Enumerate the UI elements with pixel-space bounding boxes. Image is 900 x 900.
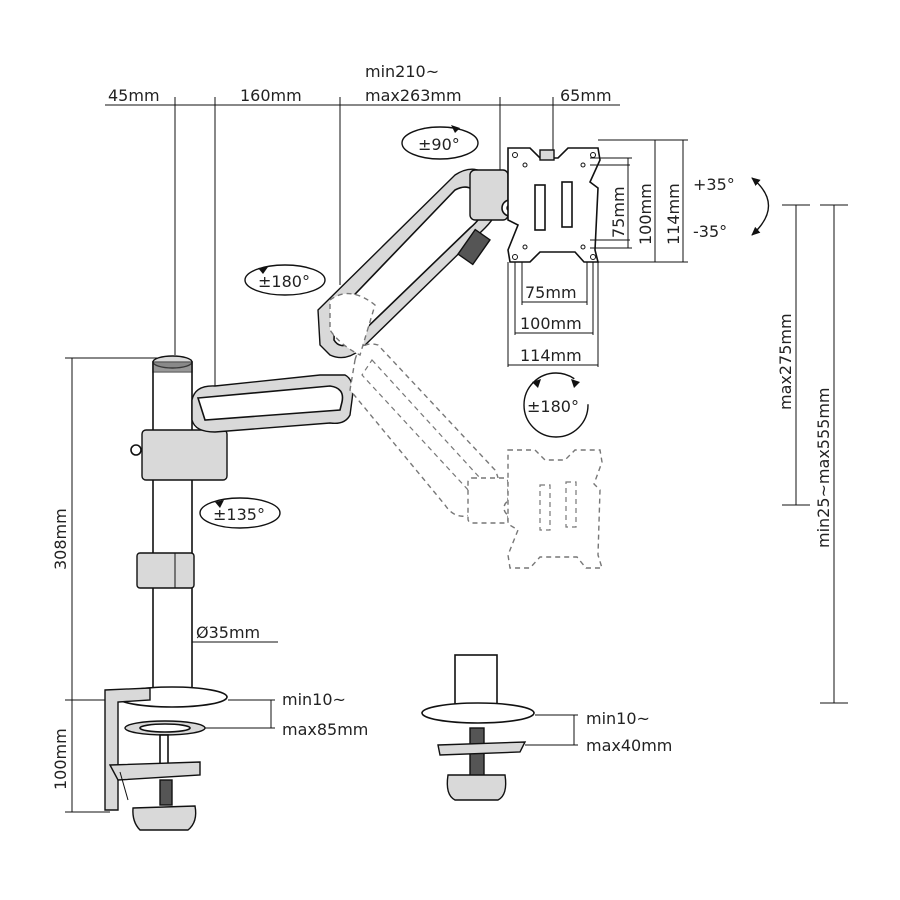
- dim-vesa-h-100: 100mm: [520, 314, 582, 333]
- rotation-180-head-indicator: [523, 372, 589, 438]
- grommet-dims: [525, 714, 578, 746]
- vesa-vertical-dims: [590, 139, 688, 263]
- rotation-135-label: ±135°: [213, 505, 265, 524]
- dim-range-25-555: min25~max555mm: [814, 387, 833, 548]
- rotation-135-indicator: [199, 497, 281, 529]
- pole-collar-upper: [130, 429, 228, 481]
- rotation-90-indicator: [401, 125, 479, 160]
- tilt-up-label: +35°: [693, 175, 735, 194]
- dim-clamp-max85: max85mm: [282, 720, 368, 739]
- top-dimension-line: [105, 97, 620, 395]
- pole: [152, 355, 193, 698]
- dim-vesa-h-75: 75mm: [525, 283, 577, 302]
- dim-clamp-min10: min10~: [282, 690, 346, 709]
- dim-min210: min210~: [365, 62, 439, 81]
- rotation-180-head-label: ±180°: [527, 397, 579, 416]
- right-height-dims: [782, 204, 848, 704]
- dim-vesa-h-114: 114mm: [520, 346, 582, 365]
- dim-grommet-max40: max40mm: [586, 736, 672, 755]
- dim-45mm: 45mm: [108, 86, 160, 105]
- tilt-arrow-icon: [751, 177, 769, 236]
- tilt-down-label: -35°: [693, 222, 727, 241]
- desk-clamp: [104, 686, 228, 831]
- vesa-horizontal-dims: [507, 262, 599, 367]
- dim-160mm: 160mm: [240, 86, 302, 105]
- clamp-dims: [205, 699, 275, 729]
- dim-pole-diameter: Ø35mm: [196, 623, 260, 642]
- dim-vesa-v-75: 75mm: [609, 186, 628, 238]
- ghost-arm: [329, 292, 521, 524]
- dim-vesa-v-114: 114mm: [664, 183, 683, 245]
- cable-clip: [136, 552, 195, 589]
- dim-65mm: 65mm: [560, 86, 612, 105]
- dim-100mm-clamp: 100mm: [51, 728, 70, 790]
- rotation-90-label: ±90°: [418, 135, 460, 154]
- dim-vesa-v-100: 100mm: [636, 183, 655, 245]
- lower-arm: [191, 374, 354, 433]
- vesa-plate: [507, 147, 601, 263]
- ghost-vesa-plate: [507, 449, 603, 569]
- dim-308mm: 308mm: [51, 508, 70, 570]
- dim-grommet-min10: min10~: [586, 709, 650, 728]
- rotation-180-arm-indicator: [244, 264, 326, 296]
- rotation-180-arm-label: ±180°: [258, 272, 310, 291]
- dim-max263: max263mm: [365, 86, 462, 105]
- grommet-mount: [421, 654, 535, 801]
- dim-max275: max275mm: [776, 313, 795, 410]
